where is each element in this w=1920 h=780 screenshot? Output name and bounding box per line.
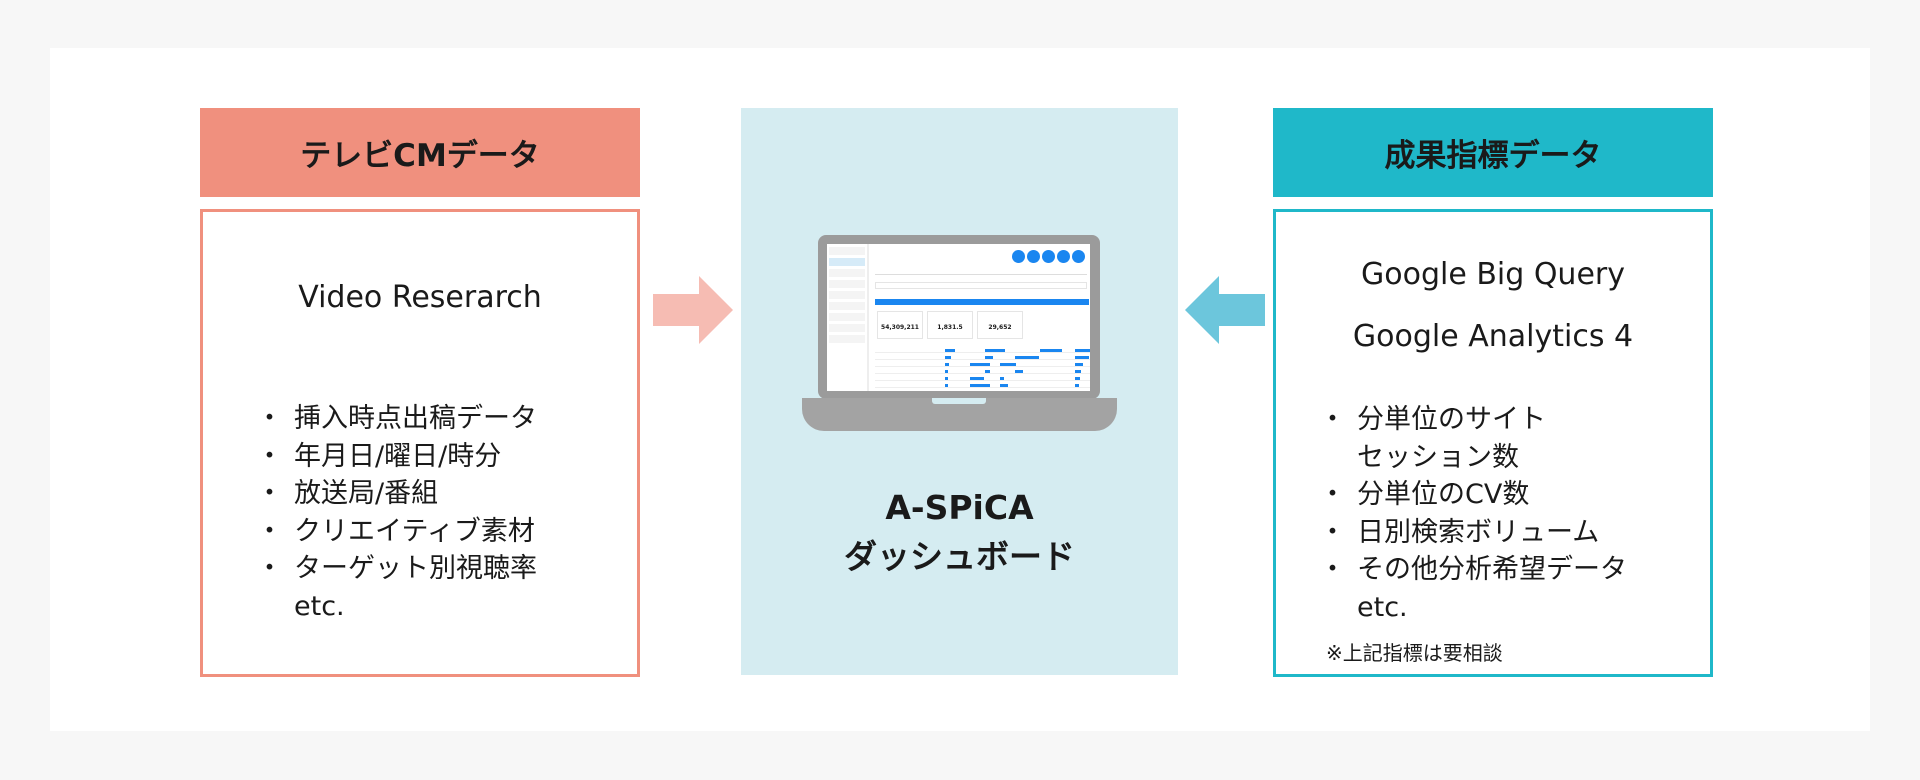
list-item-continuation: セッション数 (1357, 441, 1519, 473)
list-item: 年月日/曜日/時分 (256, 438, 537, 476)
kpi-value: 54,309,211 (877, 311, 923, 339)
performance-data-header: 成果指標データ (1273, 108, 1713, 197)
dashboard-button (1057, 250, 1070, 263)
table-row (875, 368, 1090, 374)
table-row (875, 354, 1090, 360)
table-row (875, 375, 1090, 381)
dashboard-title: A-SPiCA (885, 488, 1034, 527)
list-item: 日別検索ボリューム (1319, 514, 1627, 552)
source-label: Google Analytics 4 (1352, 319, 1634, 354)
list-item: 分単位のサイト (1319, 401, 1627, 439)
list-item: ターゲット別視聴率 (256, 550, 537, 588)
list-item: 放送局/番組 (256, 475, 537, 513)
list-item: クリエイティブ素材 (256, 513, 537, 551)
dashboard-button (1027, 250, 1040, 263)
kpi-value: 1,831.5 (927, 311, 973, 339)
etc-label: etc. (1357, 591, 1408, 623)
performance-item-list: 分単位のサイト セッション数 分単位のCV数 日別検索ボリューム その他分析希望… (1319, 401, 1627, 626)
dashboard-screenshot: 54,309,211 1,831.5 29,652 (827, 244, 1090, 391)
laptop-icon: 54,309,211 1,831.5 29,652 (818, 235, 1100, 399)
list-item: 分単位のCV数 (1319, 476, 1627, 514)
table-row (875, 382, 1090, 388)
tv-cm-item-list: 挿入時点出稿データ 年月日/曜日/時分 放送局/番組 クリエイティブ素材 ターゲ… (256, 400, 537, 625)
source-label: Google Big Query (1361, 257, 1625, 292)
dashboard-subtitle: ダッシュボード (844, 537, 1075, 576)
table-row (875, 347, 1090, 353)
summary-bar (875, 299, 1089, 305)
dashboard-sidebar (827, 244, 869, 391)
dashboard-button (1012, 250, 1025, 263)
filter-bar (875, 268, 1087, 275)
arrow-right-icon (653, 276, 733, 344)
etc-label: etc. (294, 590, 345, 622)
note-text: ※上記指標は要相談 (1326, 641, 1503, 665)
source-label: Video Reserarch (298, 280, 542, 315)
dashboard-button (1072, 250, 1085, 263)
list-item: その他分析希望データ (1319, 551, 1627, 589)
title-bar (875, 282, 1087, 289)
dashboard-button (1042, 250, 1055, 263)
performance-data-box (1273, 209, 1713, 677)
table-row (875, 389, 1090, 391)
tv-cm-data-header: テレビCMデータ (200, 108, 640, 197)
list-item: 挿入時点出稿データ (256, 400, 537, 438)
kpi-value: 29,652 (977, 311, 1023, 339)
arrow-left-icon (1185, 276, 1265, 344)
laptop-base (802, 398, 1117, 431)
table-row (875, 361, 1090, 367)
